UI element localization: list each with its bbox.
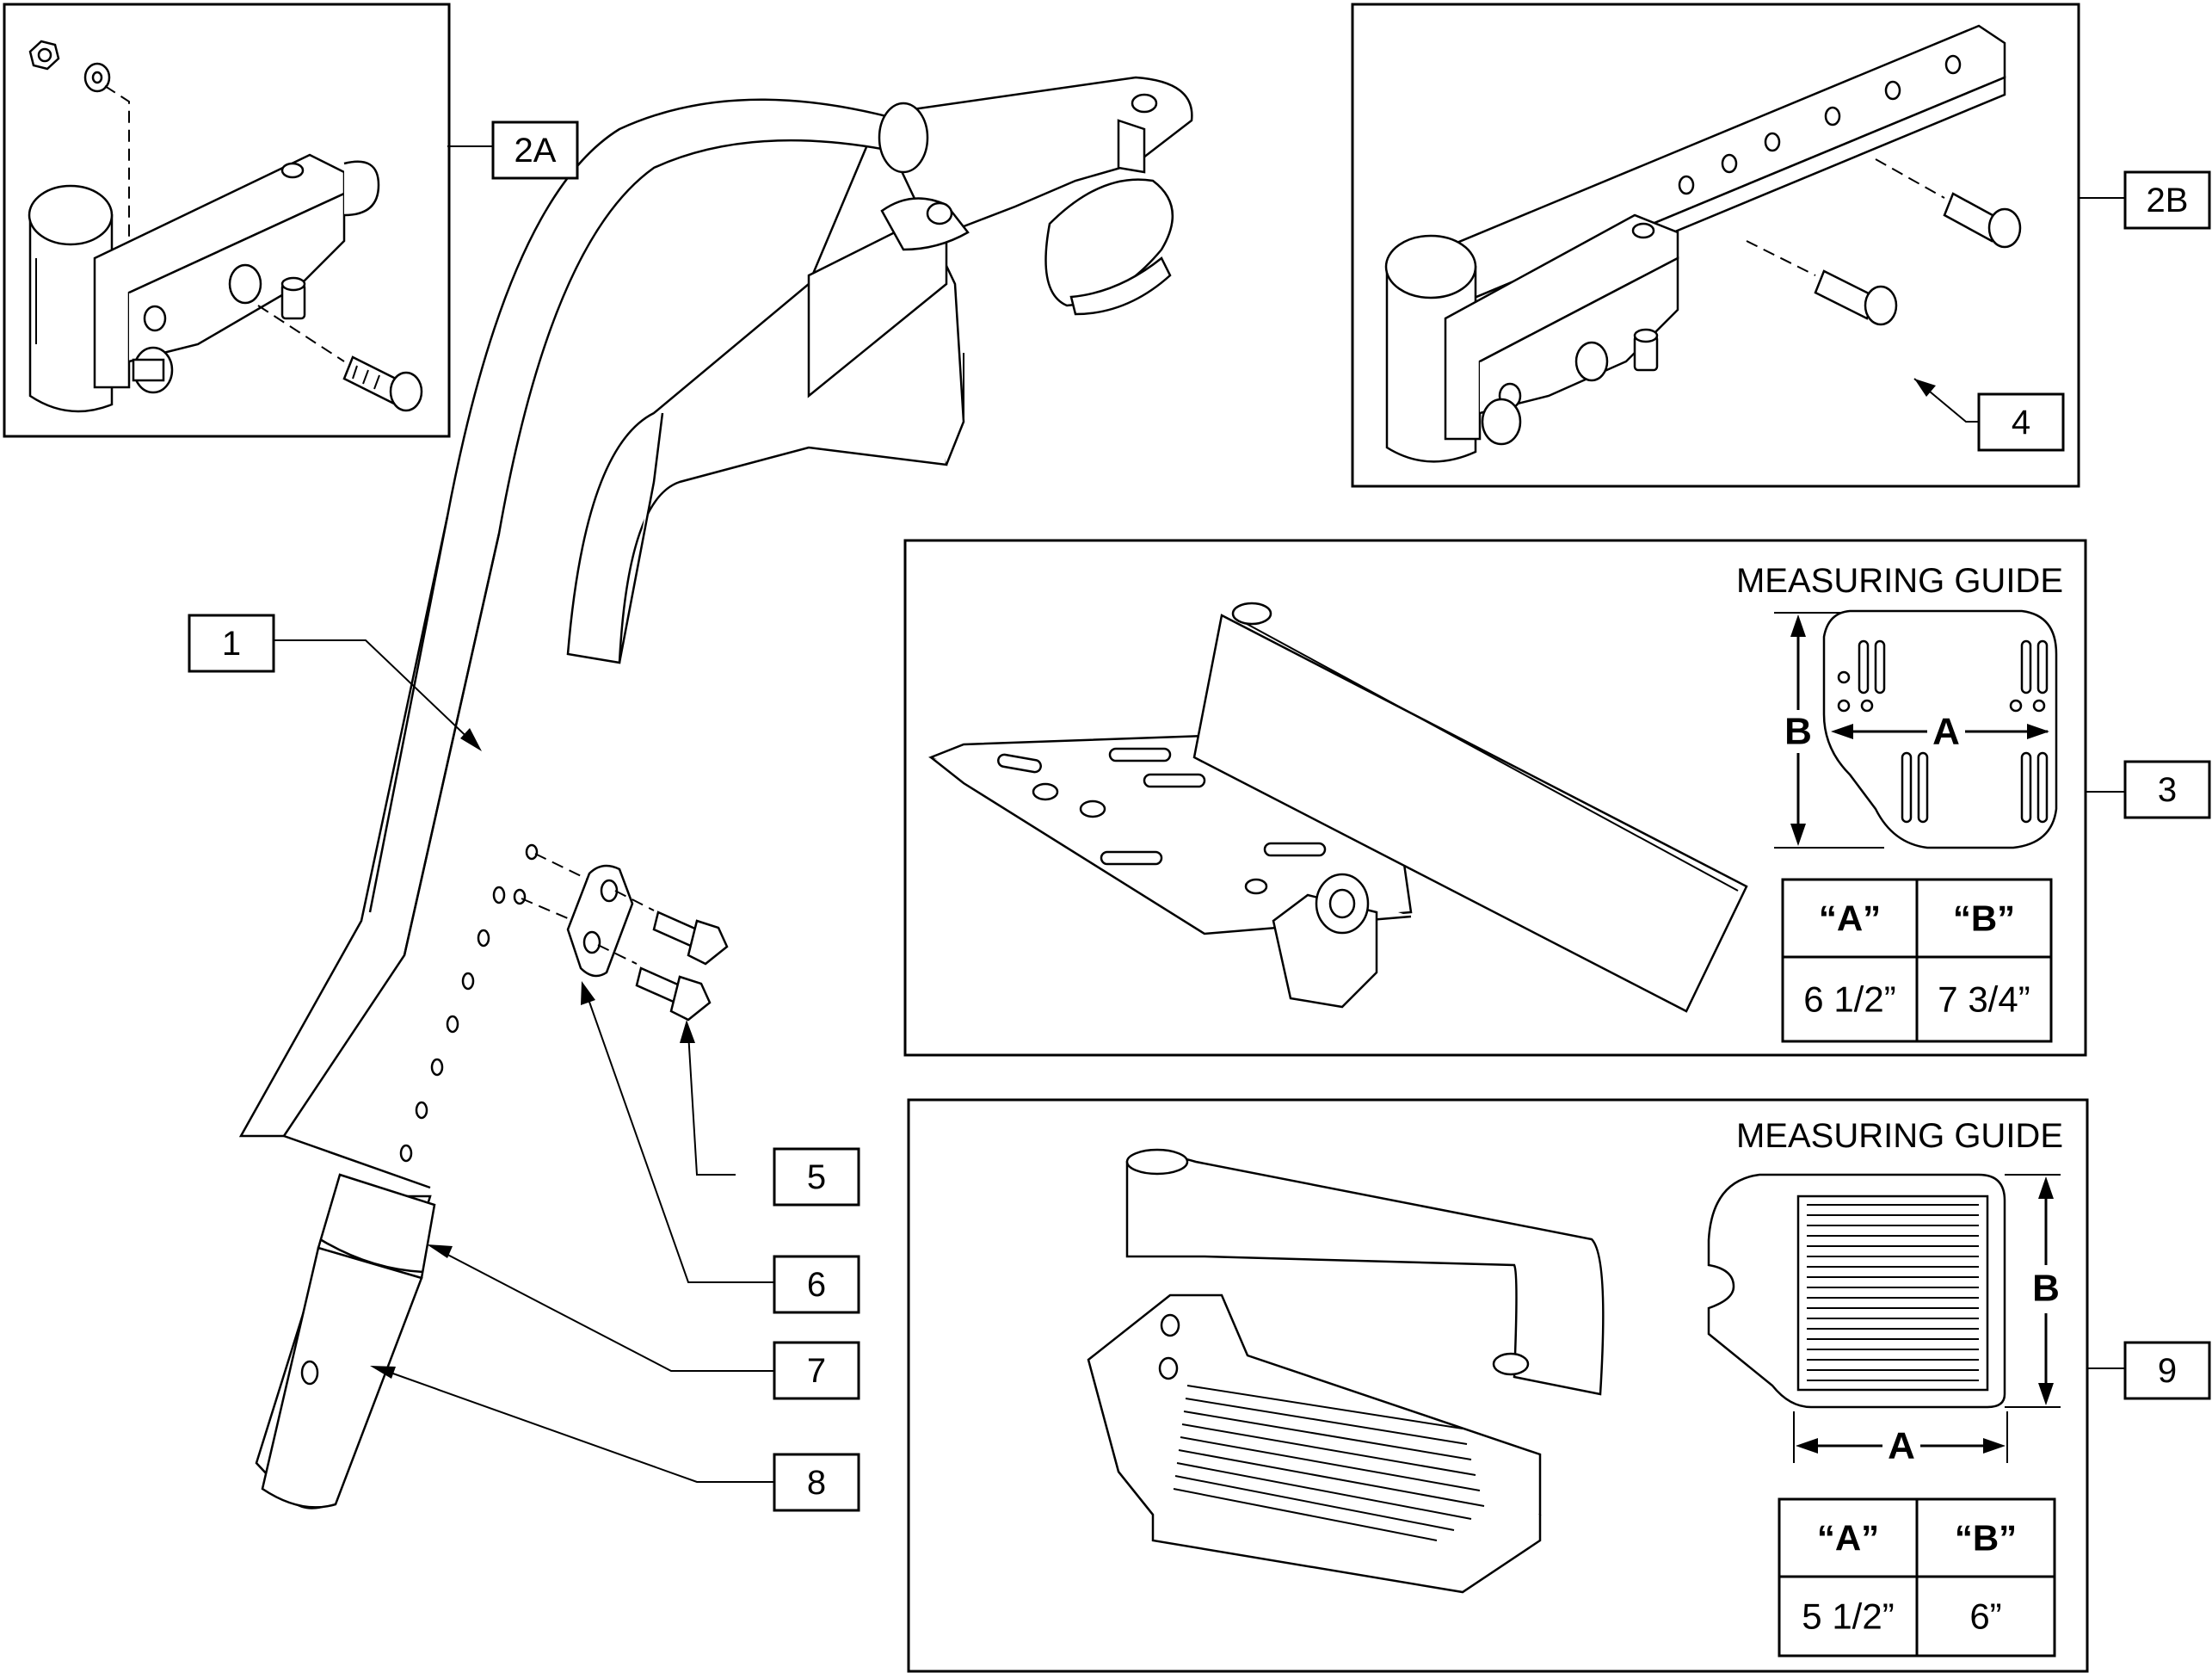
callout-4: 4 [1977,392,2065,452]
guide-3-header-a: “A” [1819,898,1881,939]
callout-3: 3 [2123,760,2211,819]
guide-3-dim-a: A [1932,711,1960,753]
standard-footplate-drawing [1087,1148,1605,1594]
callout-9: 9 [2123,1341,2211,1400]
guide-9-value-a: 5 1/2” [1802,1596,1894,1637]
guide-3-value-b: 7 3/4” [1938,979,2030,1020]
guide-9-value-b: 6” [1969,1596,2001,1637]
callout-1: 1 [188,614,275,673]
inset-3: MEASURING GUIDE [903,539,2087,1057]
callout-5: 5 [773,1147,860,1207]
guide-3-table: “A” “B” 6 1/2” 7 3/4” [1781,878,2053,1043]
leader-lines [274,145,2125,1483]
guide-3-header-b: “B” [1953,898,2015,939]
callout-8-label: 8 [807,1464,826,1502]
callout-2b: 2B [2123,170,2211,230]
callout-8: 8 [773,1453,860,1512]
callout-7-label: 7 [807,1352,826,1390]
callout-3-label: 3 [2158,771,2177,809]
callout-2a: 2A [491,120,579,180]
inset-9: MEASURING GUIDE [907,1098,2089,1673]
inset-2b [1351,3,2080,488]
guide-9-header-b: “B” [1955,1518,2017,1559]
guide-3-value-a: 6 1/2” [1803,979,1895,1020]
callout-5-label: 5 [807,1158,826,1196]
footrest-hanger-drawing [238,76,1193,1509]
callout-2a-label: 2A [514,132,557,170]
angle-adjustable-footplate-drawing [928,602,1748,1013]
callout-1-label: 1 [222,625,241,663]
guide-9-header-a: “A” [1817,1518,1879,1559]
guide-9-dim-a: A [1888,1425,1915,1467]
footplate-9-outline: B A [1707,1173,2065,1467]
guide-9-title: MEASURING GUIDE [1736,1117,2063,1155]
footplate-3-outline: B A [1774,609,2058,849]
callout-6: 6 [773,1255,860,1314]
mounting-bracket-drawing [28,40,423,413]
guide-3-dim-b: B [1784,711,1812,753]
guide-9-table: “A” “B” 5 1/2” 6” [1778,1497,2056,1658]
extended-bracket-drawing [1384,24,2022,463]
guide-3-title: MEASURING GUIDE [1736,562,2063,600]
callout-2b-label: 2B [2147,182,2189,219]
callout-9-label: 9 [2158,1352,2177,1390]
callout-7: 7 [773,1341,860,1400]
guide-9-dim-b: B [2032,1268,2060,1310]
callout-6-label: 6 [807,1266,826,1304]
callout-4-label: 4 [2012,404,2030,441]
inset-2a [3,3,451,438]
